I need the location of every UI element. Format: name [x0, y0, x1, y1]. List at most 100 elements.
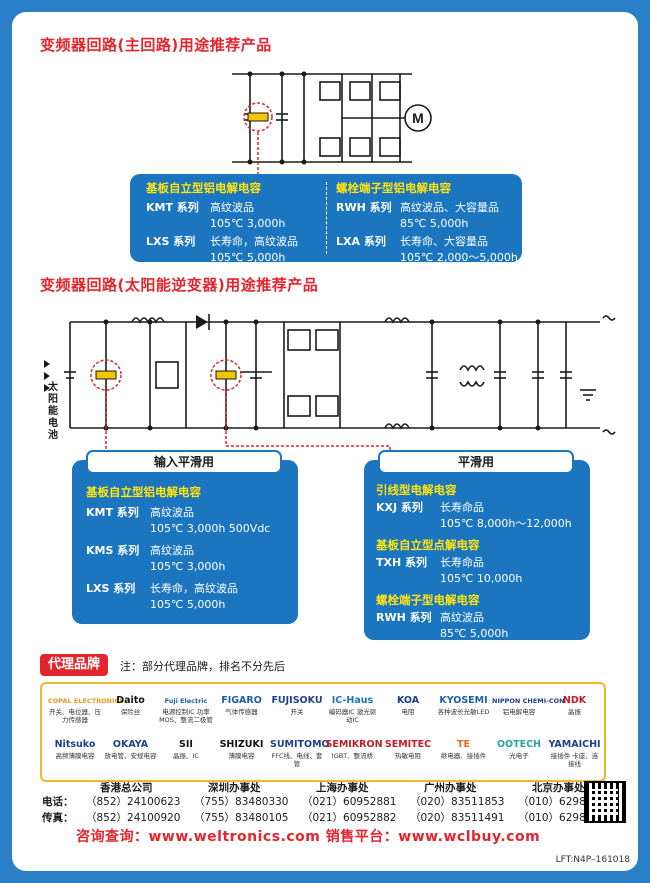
section1-title: 变频器回路(主回路)用途推荐产品	[40, 36, 272, 54]
brand-logo: NDK	[562, 695, 587, 706]
product-desc: 长寿命品	[440, 556, 484, 569]
product-spec: 105℃ 2,000～5,000h	[400, 251, 518, 264]
brand-logo: FIGARO	[221, 695, 262, 706]
product-spec: 105℃ 3,000h	[210, 217, 286, 230]
product-name: KMT 系列	[86, 506, 139, 519]
main-circuit-diagram: M	[232, 71, 432, 177]
product-spec: 105℃ 5,000h	[210, 251, 286, 264]
brand-desc: 电阻	[401, 708, 415, 716]
office-fax: （852）24100920	[86, 812, 181, 824]
office-name: 上海办事处	[316, 782, 369, 794]
brand-logo: KYOSEMI	[439, 695, 488, 706]
brand-desc: 高频薄膜电容	[55, 752, 95, 760]
product-spec: 105℃ 3,000h 500Vdc	[150, 522, 271, 535]
flyer-page: 变频器回路(主回路)用途推荐产品 M 基板自立型铝电解电容	[12, 12, 638, 871]
office-fax: （020）83511491	[410, 812, 505, 824]
product-desc: 长寿命，高纹波品	[150, 582, 238, 595]
brand-desc: 开关、电位器、压力传感器	[49, 708, 101, 724]
product-name: KXJ 系列	[376, 501, 423, 514]
product-spec: 85℃ 5,000h	[400, 217, 469, 230]
brand-logo: KOA	[396, 695, 420, 706]
brand-item: IC-Haus 编码器IC 激光驱动IC	[326, 694, 380, 724]
product-name: KMS 系列	[86, 544, 140, 557]
office-name: 深圳办事处	[208, 782, 261, 794]
brand-desc: 各种波长光敏LED	[437, 708, 490, 716]
qr-code	[584, 781, 626, 823]
office-name: 北京办事处	[532, 782, 585, 794]
contact-websites: 咨询查询：www.weltronics.com 销售平台：www.wclbuy.…	[76, 829, 541, 845]
brand-logo: SII	[179, 739, 193, 750]
product-spec: 105℃ 8,000h～12,000h	[440, 517, 572, 530]
product-desc: 长寿命，高纹波品	[210, 235, 298, 248]
brand-item: SEMITEC 热敏电阻	[381, 738, 435, 760]
product-desc: 长寿命品	[440, 501, 484, 514]
brand-desc: 晶振、IC	[173, 752, 199, 760]
product-desc: 高纹波品	[150, 506, 194, 519]
right-product-title: 螺栓端子型铝电解电容	[336, 181, 451, 195]
brand-desc: 编码器IC 激光驱动IC	[328, 708, 377, 724]
product-name: TXH 系列	[376, 556, 428, 569]
product-desc: 高纹波品、大容量品	[400, 201, 499, 214]
divider	[326, 182, 327, 254]
smoothing-head: 平滑用	[378, 450, 574, 474]
brand-desc: 气体传感器	[225, 708, 258, 716]
brand-desc: 继电器、接插件	[440, 752, 487, 760]
brand-logo: Nitsuko	[54, 739, 96, 750]
product-spec: 105℃ 3,000h	[150, 560, 226, 573]
brand-item: OOTECH 光电子	[492, 738, 546, 760]
brand-logo: SHIZUKI	[219, 739, 264, 750]
brand-desc: 光电子	[509, 752, 529, 760]
brand-logo: OOTECH	[496, 739, 542, 750]
brand-desc: 保险丝	[120, 708, 141, 716]
office-phone: （755）83480330	[194, 796, 289, 808]
solar-battery-label: 太阳能电池	[48, 382, 58, 441]
office-name: 香港总公司	[100, 782, 153, 794]
product-name: RWH 系列	[336, 201, 392, 214]
brand-item: TE 继电器、接插件	[437, 738, 491, 760]
product-desc: 高纹波品	[440, 611, 484, 624]
product-desc: 高纹波品	[150, 544, 194, 557]
input-product-title: 基板自立型铝电解电容	[86, 485, 201, 499]
product-name: LXA 系列	[336, 235, 386, 248]
brand-item: KYOSEMI 各种波长光敏LED	[437, 694, 491, 716]
brand-logo: Fuji Electric	[164, 697, 208, 705]
product-name: LXS 系列	[146, 235, 196, 248]
agent-brands-tag: 代理品牌	[40, 654, 109, 676]
brand-desc: FFC线、电线、套管	[271, 752, 323, 768]
solar-circuit-diagram	[44, 314, 616, 450]
brand-desc: 电源控制IC 功率MOS、整流二极管	[159, 708, 213, 724]
product-name: KMT 系列	[146, 201, 199, 214]
document-code: LFT:N4P–161018	[555, 855, 630, 865]
brand-logo: OKAYA	[112, 739, 149, 750]
brand-item: YAMAICHI 接插件 卡座、连接线	[548, 738, 602, 768]
brand-desc: 铝电解电容	[502, 708, 536, 716]
brand-item: KOA 电阻	[381, 694, 435, 716]
brand-desc: 热敏电阻	[395, 752, 421, 760]
fax-label: 传真：	[42, 812, 74, 824]
brand-desc: IGBT、整流桥	[331, 752, 374, 760]
brand-desc: 晶振	[568, 708, 581, 716]
brand-logo: IC-Haus	[331, 695, 374, 706]
office-phone: （020）83511853	[410, 796, 505, 808]
brand-item: NDK 晶振	[548, 694, 602, 716]
agent-brands-note: 注：部分代理品牌，排名不分先后	[120, 660, 285, 673]
brand-item: Fuji Electric 电源控制IC 功率MOS、整流二极管	[159, 694, 213, 724]
product-name: LXS 系列	[86, 582, 136, 595]
brand-item: OKAYA 放电管、安规电容	[104, 738, 158, 760]
brand-desc: 放电管、安规电容	[104, 752, 157, 760]
brand-item: Nitsuko 高频薄膜电容	[48, 738, 102, 760]
input-smoothing-head: 输入平滑用	[86, 450, 282, 474]
brand-logo: TE	[457, 739, 470, 750]
brand-desc: 接插件 卡座、连接线	[550, 752, 599, 768]
brand-logo: SEMITEC	[384, 739, 432, 750]
product-spec: 105℃ 10,000h	[440, 572, 523, 585]
brand-logo: YAMAICHI	[548, 739, 601, 750]
brand-logo: SEMIKRON	[325, 739, 383, 750]
brand-item: FIGARO 气体传感器	[215, 694, 269, 716]
